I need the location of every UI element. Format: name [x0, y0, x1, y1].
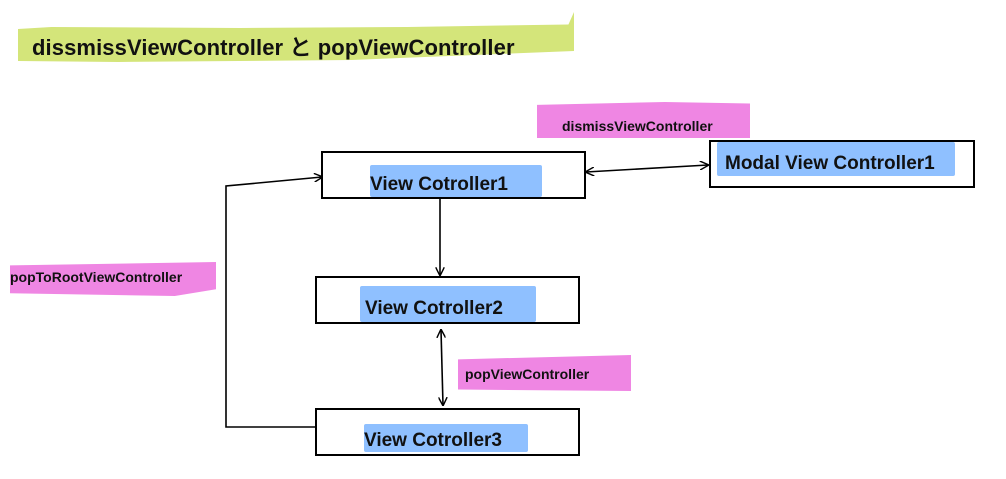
dismiss-label-highlight	[537, 102, 750, 138]
view-controller-1-highlight	[370, 165, 542, 197]
view-controller-1-label: View Cotroller1	[370, 174, 508, 195]
view-controller-2-highlight	[360, 286, 536, 322]
pop-label-highlight	[458, 355, 631, 391]
view-controller-3-label: View Cotroller3	[364, 430, 502, 451]
pop-to-root-label-highlight	[10, 262, 216, 296]
view-controller-2-label: View Cotroller2	[365, 298, 503, 319]
pop-to-root-arrow	[225, 177, 322, 428]
dismiss-edge-label: dismissViewController	[562, 118, 713, 134]
dismiss-arrow	[586, 165, 708, 172]
modal-view-controller-label: Modal View Controller1	[725, 153, 935, 174]
diagram-title: dissmissViewController と popViewControll…	[32, 35, 515, 60]
view-controller-3-highlight	[364, 424, 528, 452]
modal-view-controller-highlight	[717, 142, 955, 176]
pop-arrow	[441, 330, 443, 405]
pop-to-root-edge-label: popToRootViewController	[10, 269, 183, 285]
pop-edge-label: popViewController	[465, 366, 590, 382]
